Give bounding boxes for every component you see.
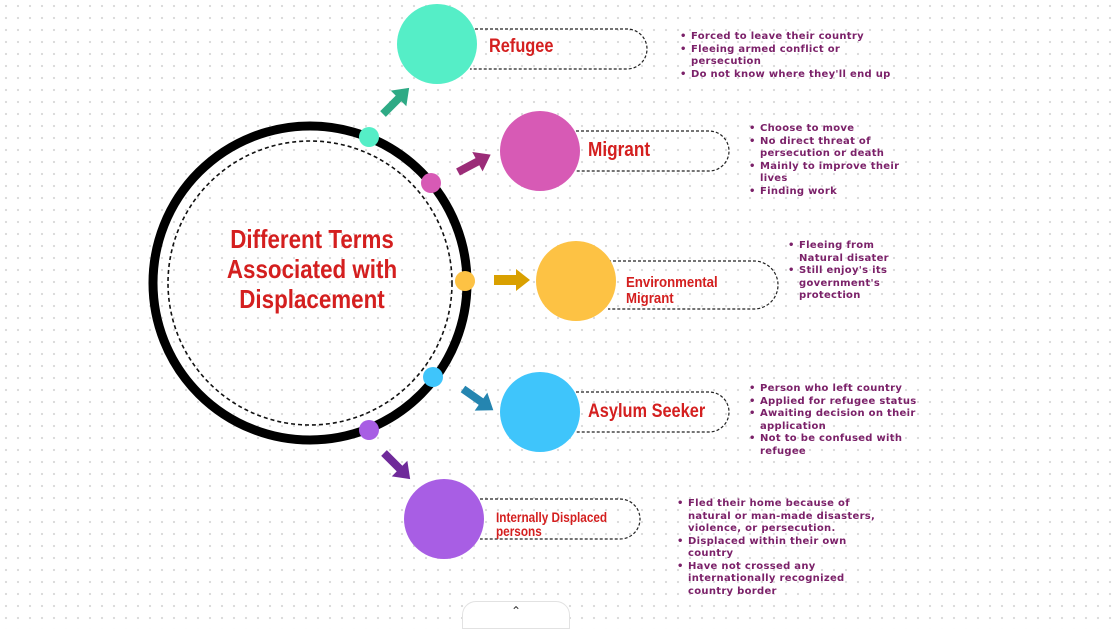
environmental-migrant-arrow: [494, 269, 530, 291]
list-item: Still enjoy's its government's protectio…: [788, 265, 904, 303]
idp-circle: [404, 479, 484, 559]
list-item: Fled their home because of natural or ma…: [677, 498, 893, 536]
idp-arrow: [381, 450, 411, 480]
refugee-pill: [470, 28, 648, 70]
list-item: Fleeing armed conflict or persecution: [680, 44, 891, 69]
list-item: Person who left country: [749, 383, 925, 396]
list-item: Applied for refugee status: [749, 396, 925, 409]
list-item: Forced to leave their country: [680, 31, 891, 44]
list-item: Choose to move: [749, 123, 930, 136]
idp-label: Internally Displaced persons: [496, 509, 608, 539]
asylum-seeker-arrow: [460, 385, 494, 411]
list-item: Have not crossed any internationally rec…: [677, 561, 893, 599]
idp-bullets: Fled their home because of natural or ma…: [676, 498, 893, 598]
migrant-circle: [500, 111, 580, 191]
migrant-bullets: Choose to move No direct threat of perse…: [748, 123, 930, 198]
chevron-up-icon[interactable]: ⌃: [510, 604, 522, 618]
list-item: Not to be confused with refugee: [749, 433, 925, 458]
list-item: No direct threat of persecution or death: [749, 136, 930, 161]
asylum-seeker-label: Asylum Seeker: [588, 401, 706, 422]
list-item: Fleeing from Natural disater: [788, 240, 904, 265]
environmental-migrant-dot: [455, 271, 475, 291]
idp-dot: [359, 420, 379, 440]
list-item: Displaced within their own country: [677, 536, 893, 561]
list-item: Mainly to improve their lives: [749, 161, 930, 186]
environmental-migrant-bullets: Fleeing from Natural disater Still enjoy…: [787, 240, 904, 303]
center-title: Different Terms Associated with Displace…: [226, 224, 398, 314]
environmental-migrant-circle: [536, 241, 616, 321]
refugee-dot: [359, 127, 379, 147]
refugee-arrow: [380, 87, 410, 117]
list-item: Do not know where they'll end up: [680, 69, 891, 82]
list-item: Finding work: [749, 186, 930, 199]
migrant-arrow: [456, 151, 491, 176]
migrant-dot: [421, 173, 441, 193]
refugee-label: Refugee: [489, 36, 554, 57]
idp-pill: [480, 498, 641, 540]
collapse-panel-tab[interactable]: ⌃: [462, 601, 570, 629]
asylum-seeker-dot: [423, 367, 443, 387]
refugee-bullets: Forced to leave their country Fleeing ar…: [679, 31, 891, 81]
refugee-circle: [397, 4, 477, 84]
environmental-migrant-label: Environmental Migrant: [626, 274, 718, 307]
inner-dashed-ring: [167, 140, 453, 426]
migrant-label: Migrant: [588, 139, 651, 161]
asylum-seeker-circle: [500, 372, 580, 452]
asylum-seeker-bullets: Person who left country Applied for refu…: [748, 383, 925, 458]
list-item: Awaiting decision on their application: [749, 408, 925, 433]
